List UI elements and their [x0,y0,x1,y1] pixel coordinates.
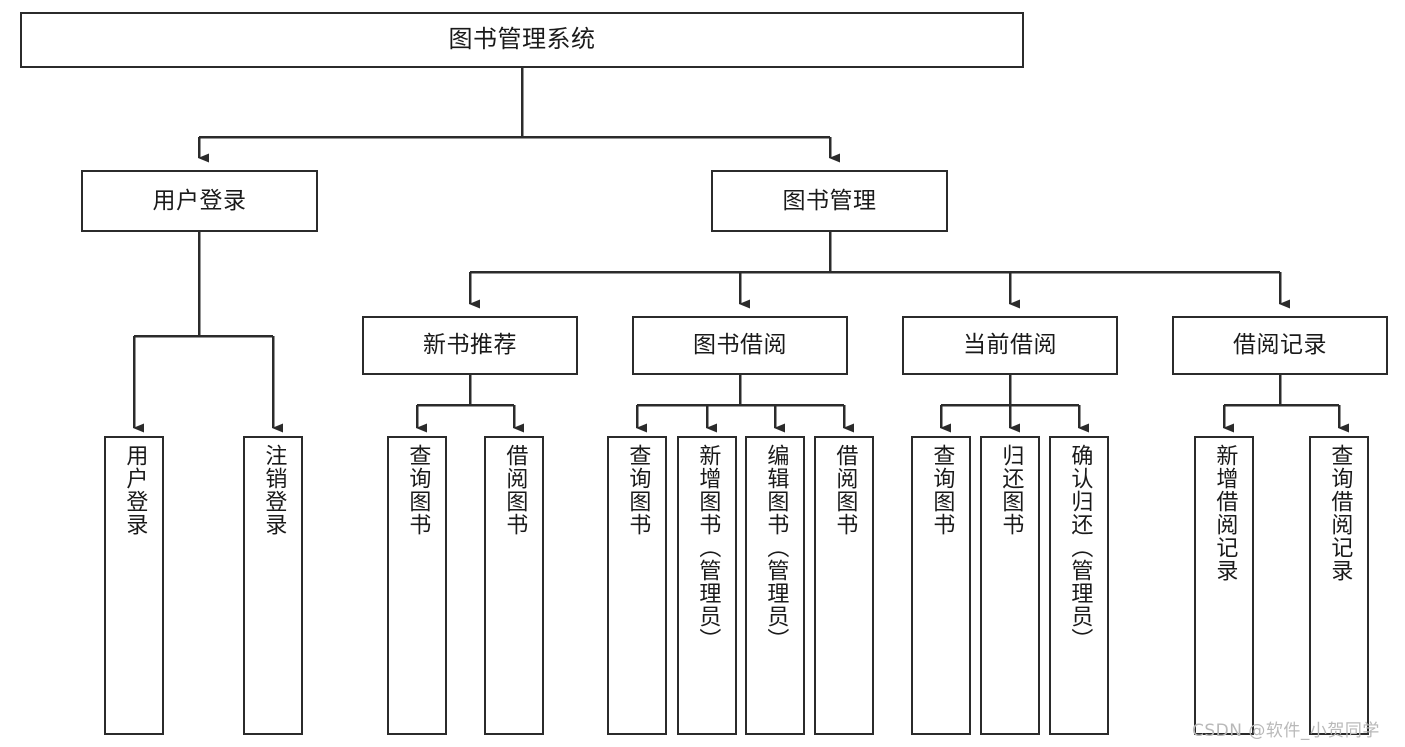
node-label: 查询图书 [405,444,431,536]
node-label: 用户登录 [122,444,148,536]
node-leaf-logout-login[interactable]: 注销登录 [243,436,303,735]
node-book-borrow[interactable]: 图书借阅 [632,316,848,375]
node-label: 新增借阅记录 [1212,444,1238,582]
node-label: 借阅图书 [832,444,858,536]
node-book-manage[interactable]: 图书管理 [711,170,948,232]
node-user-login[interactable]: 用户登录 [81,170,318,232]
node-label: 图书管理系统 [448,25,596,54]
node-label: 编辑图书（管理员） [763,444,789,651]
node-label: 注销登录 [261,444,287,536]
node-leaf-query-book-2[interactable]: 查询图书 [607,436,667,735]
csdn-watermark: CSDN @软件_小贺同学 [1192,721,1380,741]
node-label: 图书借阅 [693,332,787,359]
node-leaf-confirm-return[interactable]: 确认归还（管理员） [1049,436,1109,735]
node-leaf-add-book[interactable]: 新增图书（管理员） [677,436,737,735]
node-label: 借阅图书 [502,444,528,536]
node-label: 新增图书（管理员） [695,444,721,651]
node-leaf-return-book[interactable]: 归还图书 [980,436,1040,735]
node-leaf-edit-book[interactable]: 编辑图书（管理员） [745,436,805,735]
node-leaf-borrow-book-2[interactable]: 借阅图书 [814,436,874,735]
node-leaf-query-book-3[interactable]: 查询图书 [911,436,971,735]
node-borrow-record[interactable]: 借阅记录 [1172,316,1388,375]
node-label: 用户登录 [152,187,247,214]
node-leaf-add-record[interactable]: 新增借阅记录 [1194,436,1254,735]
node-label: 新书推荐 [423,332,517,359]
node-root-system[interactable]: 图书管理系统 [20,12,1024,68]
node-label: 查询图书 [929,444,955,536]
node-label: 查询图书 [625,444,651,536]
node-label: 当前借阅 [963,332,1057,359]
node-label: 借阅记录 [1233,332,1327,359]
node-label: 图书管理 [782,187,877,214]
node-label: 查询借阅记录 [1327,444,1353,582]
node-leaf-query-record[interactable]: 查询借阅记录 [1309,436,1369,735]
node-new-book-recommend[interactable]: 新书推荐 [362,316,578,375]
node-current-borrow[interactable]: 当前借阅 [902,316,1118,375]
node-label: 归还图书 [998,444,1024,536]
node-leaf-user-login[interactable]: 用户登录 [104,436,164,735]
node-leaf-query-book-1[interactable]: 查询图书 [387,436,447,735]
node-label: 确认归还（管理员） [1067,444,1093,651]
node-leaf-borrow-book-1[interactable]: 借阅图书 [484,436,544,735]
